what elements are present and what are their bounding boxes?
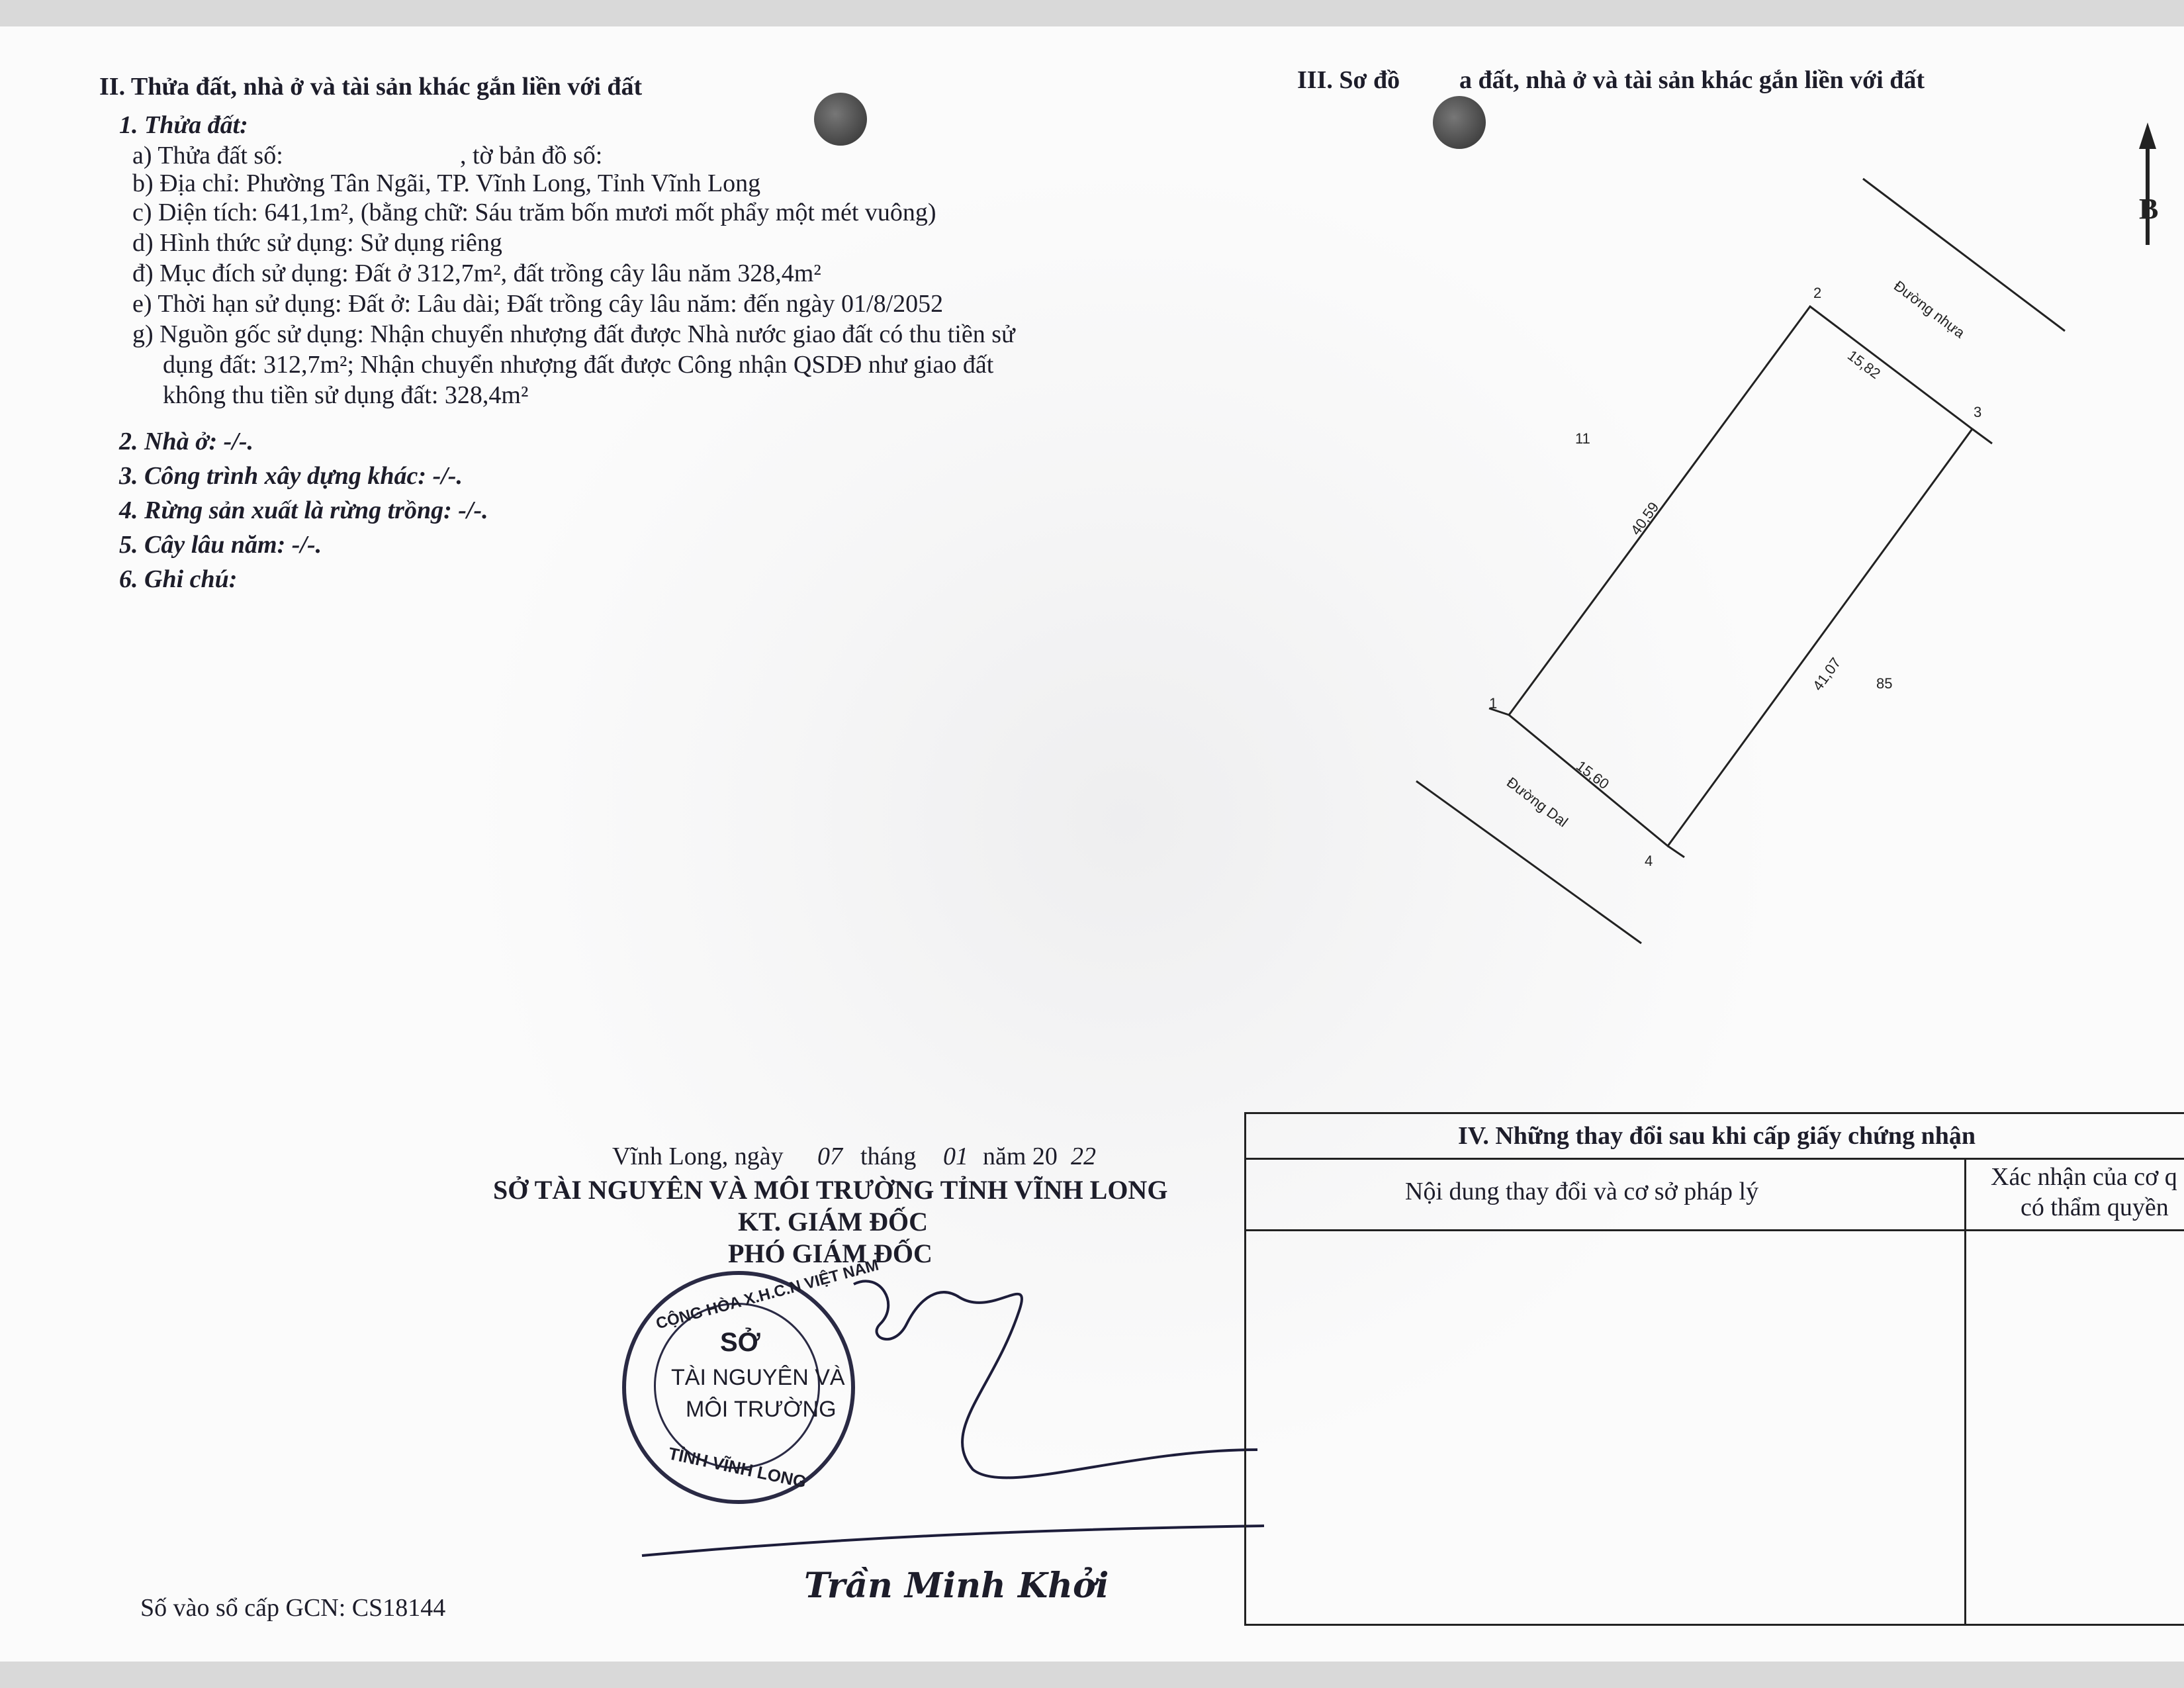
section-3-title: III. Sơ đồ xyxy=(1297,66,1400,94)
changes-table: IV. Những thay đổi sau khi cấp giấy chứn… xyxy=(1244,1112,2184,1626)
dim-left-label: 40,59 xyxy=(1627,499,1662,538)
house-item: 2. Nhà ở: -/-. xyxy=(119,428,253,455)
dim-bottom-label: 15,60 xyxy=(1573,757,1612,792)
signature-underline xyxy=(641,1524,1265,1557)
dim-top-label: 15,82 xyxy=(1844,347,1884,382)
parcel-number: a) Thửa đất số: xyxy=(132,142,283,169)
watermark-emblem xyxy=(463,159,1787,1483)
parcel-85-label: 85 xyxy=(1876,675,1892,692)
parcel-11-label: 11 xyxy=(1575,430,1590,447)
usage-origin-line3: không thu tiền sử dụng đất: 328,4m² xyxy=(163,381,529,409)
parcel-address: b) Địa chỉ: Phường Tân Ngãi, TP. Vĩnh Lo… xyxy=(132,169,761,197)
redaction-dot xyxy=(814,93,867,146)
authority-confirmation-header-line2: có thẩm quyền xyxy=(2021,1194,2169,1221)
other-construction-item: 3. Công trình xây dựng khác: -/-. xyxy=(119,462,463,490)
forest-item: 4. Rừng sản xuất là rừng trồng: -/-. xyxy=(119,496,488,524)
dim-right-label: 41,07 xyxy=(1809,655,1844,694)
changes-table-header-row: Nội dung thay đổi và cơ sở pháp lý Xác n… xyxy=(1246,1158,2184,1231)
usage-origin-line2: dụng đất: 312,7m²; Nhận chuyển nhượng đấ… xyxy=(163,351,994,379)
road-bottom-label: Đường Dal xyxy=(1504,774,1571,830)
redaction-dot xyxy=(1433,96,1486,149)
section-3-title-rest: a đất, nhà ở và tài sản khác gắn liền vớ… xyxy=(1459,66,1925,94)
usage-origin: g) Nguồn gốc sử dụng: Nhận chuyển nhượng… xyxy=(132,320,1015,348)
seal-line-2: TÀI NGUYÊN VÀ xyxy=(671,1365,845,1390)
kt-director: KT. GIÁM ĐỐC xyxy=(738,1207,929,1237)
point-2-label: 2 xyxy=(1813,285,1821,301)
perennial-tree-item: 5. Cây lâu năm: -/-. xyxy=(119,531,322,559)
usage-term: e) Thời hạn sử dụng: Đất ở: Lâu dài; Đất… xyxy=(132,290,944,318)
date-month: 01 xyxy=(943,1143,968,1170)
notes-item: 6. Ghi chú: xyxy=(119,565,238,593)
date-year: 22 xyxy=(1071,1143,1096,1170)
register-number: Số vào sổ cấp GCN: CS18144 xyxy=(140,1594,446,1622)
signer-name: Trần Minh Khởi xyxy=(804,1566,1109,1606)
parcel-area: c) Diện tích: 641,1m², (bằng chữ: Sáu tr… xyxy=(132,199,936,226)
usage-purpose: đ) Mục đích sử dụng: Đất ở 312,7m², đất … xyxy=(132,259,821,287)
point-3-label: 3 xyxy=(1974,404,1981,420)
usage-form: d) Hình thức sử dụng: Sử dụng riêng xyxy=(132,229,502,257)
north-arrow-icon xyxy=(2139,122,2156,149)
point-1-label: 1 xyxy=(1489,695,1497,712)
date-prefix: Vĩnh Long, ngày xyxy=(612,1143,784,1170)
plot-diagram: 1 2 3 4 11 85 15,82 40,59 41,07 15,60 Đư… xyxy=(641,122,2158,1557)
section-2-title: II. Thửa đất, nhà ở và tài sản khác gắn … xyxy=(99,73,643,101)
change-content-header: Nội dung thay đổi và cơ sở pháp lý xyxy=(1405,1178,1759,1205)
date-nam: năm 20 xyxy=(983,1143,1058,1170)
official-seal: CỘNG HÒA X.H.C.N VIỆT NAM SỞ TÀI NGUYÊN … xyxy=(622,1256,881,1504)
map-sheet-number: , tờ bản đồ số: xyxy=(460,142,603,169)
seal-line-1: SỞ xyxy=(720,1328,760,1357)
road-edge-line xyxy=(1862,177,2066,332)
parcel-heading: 1. Thửa đất: xyxy=(119,111,248,139)
certificate-page: II. Thửa đất, nhà ở và tài sản khác gắn … xyxy=(0,26,2184,1662)
issuing-agency: SỞ TÀI NGUYÊN VÀ MÔI TRƯỜNG TỈNH VĨNH LO… xyxy=(493,1175,1168,1205)
road-edge-line xyxy=(1416,780,1642,945)
road-top-label: Đường nhựa xyxy=(1891,277,1968,342)
signature-scribble xyxy=(853,1280,1258,1479)
date-thang: tháng xyxy=(860,1143,917,1170)
deputy-director: PHÓ GIÁM ĐỐC xyxy=(728,1239,933,1268)
north-label: B xyxy=(2139,193,2158,225)
seal-line-3: MÔI TRƯỜNG xyxy=(686,1397,837,1422)
authority-confirmation-header: Xác nhận của cơ q xyxy=(1991,1163,2177,1191)
changes-table-title-row: IV. Những thay đổi sau khi cấp giấy chứn… xyxy=(1246,1114,2184,1160)
table-divider xyxy=(1964,1158,1966,1624)
section-4-title: IV. Những thay đổi sau khi cấp giấy chứn… xyxy=(1458,1122,1976,1150)
point-4-label: 4 xyxy=(1645,853,1653,869)
date-day: 07 xyxy=(817,1143,842,1170)
